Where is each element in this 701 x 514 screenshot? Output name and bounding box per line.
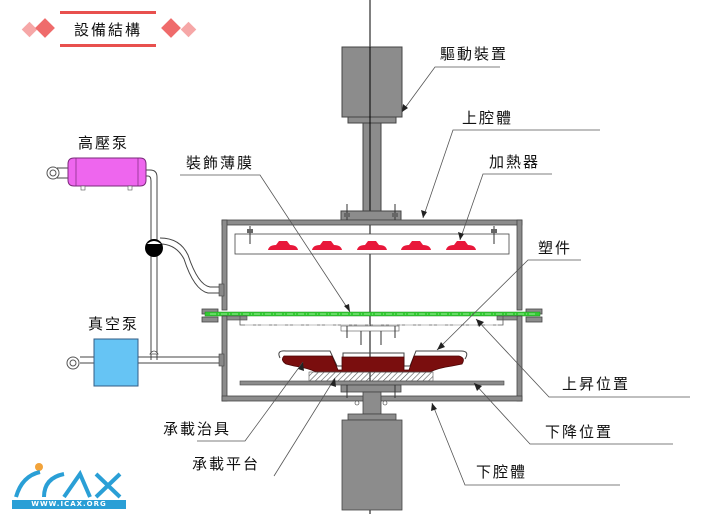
icax-logo — [14, 463, 122, 499]
leader-lines — [180, 66, 690, 486]
lower-port-flange — [218, 353, 225, 367]
title-banner: 設備結構 — [60, 11, 156, 47]
vacuum-pump — [66, 338, 139, 387]
label-plastic-part: 塑件 — [538, 239, 573, 257]
label-decorative-film: 裝飾薄膜 — [186, 154, 255, 172]
label-fixture: 承載治具 — [163, 420, 232, 438]
plastic-part — [282, 355, 464, 373]
label-vacuum-pump: 真空泵 — [88, 315, 140, 333]
page-title: 設備結構 — [73, 20, 142, 39]
leader-arrows — [298, 104, 484, 411]
label-lowered-position: 下降位置 — [545, 423, 614, 441]
title-diamonds-right — [161, 18, 197, 38]
heater-element — [268, 241, 298, 250]
heater-element — [446, 241, 476, 250]
label-lower-chamber: 下腔體 — [476, 463, 528, 481]
heater-element — [312, 241, 342, 250]
heater-element — [401, 241, 431, 250]
heater-element — [357, 241, 387, 250]
upper-port-flange — [218, 283, 225, 297]
drive-unit-bottom — [340, 384, 403, 511]
label-high-pressure-pump: 高壓泵 — [78, 134, 130, 152]
label-raised-position: 上昇位置 — [562, 375, 631, 393]
heater-elements — [268, 241, 476, 250]
carrier-platform — [308, 371, 434, 382]
title-diamonds-left — [21, 18, 55, 38]
drive-unit-top — [340, 46, 403, 222]
label-platform: 承載平台 — [192, 455, 261, 473]
tee-joint — [149, 350, 159, 355]
label-heater: 加熱器 — [489, 153, 541, 171]
valve-icon — [145, 239, 163, 257]
label-drive-unit: 驅動裝置 — [440, 45, 509, 63]
plastic-part-outline — [278, 350, 468, 367]
label-upper-chamber: 上腔體 — [462, 109, 514, 127]
logo-url: WWW.ICAX.ORG — [12, 500, 126, 509]
piping — [57, 167, 222, 364]
high-pressure-pump — [46, 157, 147, 191]
upper-chamber — [221, 219, 523, 311]
